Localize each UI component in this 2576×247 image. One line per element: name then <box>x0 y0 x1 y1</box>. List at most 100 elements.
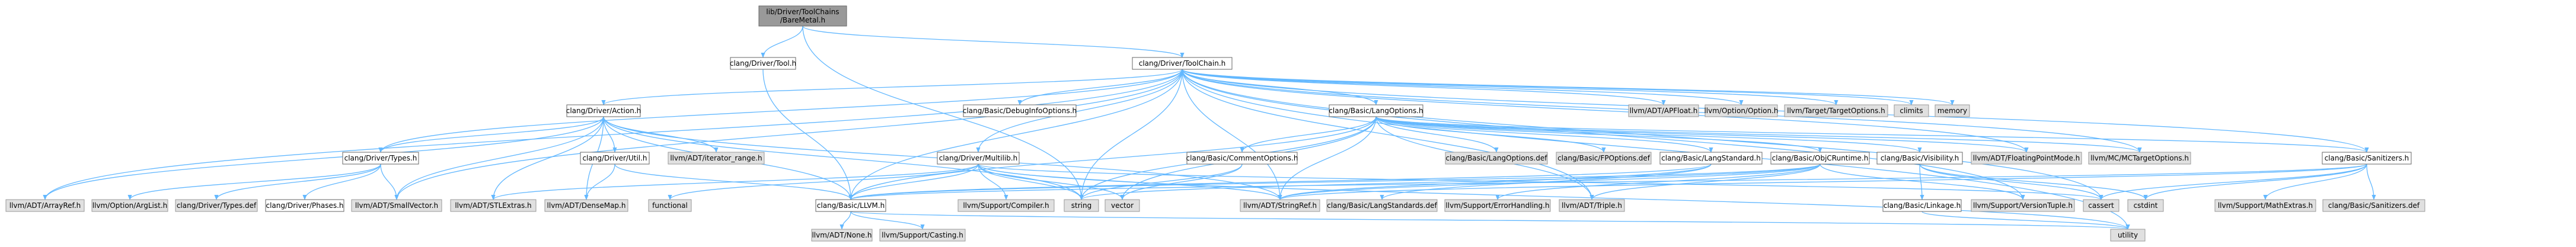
node-box <box>1659 152 1763 165</box>
edge-sanitizers-to-cassert <box>2099 163 2367 200</box>
node-label: clang/Driver/Types.def <box>177 201 257 210</box>
node-box <box>963 104 1077 117</box>
node-sanitizersdef[interactable]: clang/Basic/Sanitizers.def <box>2322 199 2425 212</box>
node-label: llvm/Option/ArgList.h <box>92 201 168 210</box>
node-types[interactable]: clang/Driver/Types.h <box>342 152 419 165</box>
node-label: vector <box>1111 201 1134 210</box>
node-climits[interactable]: climits <box>1894 104 1929 117</box>
edge-types-to-arglist <box>127 163 381 200</box>
node-box <box>2214 199 2316 212</box>
node-label: cstdint <box>2134 201 2158 210</box>
node-linkage[interactable]: clang/Basic/Linkage.h <box>1882 199 1962 212</box>
node-errorhandling[interactable]: llvm/Support/ErrorHandling.h <box>1444 199 1551 212</box>
node-smallvector[interactable]: llvm/ADT/SmallVector.h <box>351 199 442 212</box>
node-util[interactable]: clang/Driver/Util.h <box>580 152 650 165</box>
node-langoptsdef[interactable]: clang/Basic/LangOptions.def <box>1445 152 1548 165</box>
node-box <box>1704 104 1778 117</box>
node-label: clang/Basic/LangOptions.h <box>1329 107 1423 115</box>
node-commentopts[interactable]: clang/Basic/CommentOptions.h <box>1186 152 1298 165</box>
edge-util-to-densemap <box>584 163 615 200</box>
edge-root-to-toolchain <box>802 25 1185 58</box>
node-box <box>450 199 537 212</box>
node-stlextras[interactable]: llvm/ADT/STLExtras.h <box>450 199 537 212</box>
edge-langstd-to-llvmh <box>848 163 1712 200</box>
node-sanitizers[interactable]: clang/Basic/Sanitizers.h <box>2322 152 2412 165</box>
node-llvmh[interactable]: clang/Basic/LLVM.h <box>815 199 886 212</box>
node-box <box>1556 152 1652 165</box>
node-none[interactable]: llvm/ADT/None.h <box>811 229 873 242</box>
node-box <box>91 199 168 212</box>
node-compiler[interactable]: llvm/Support/Compiler.h <box>957 199 1055 212</box>
node-box <box>1882 199 1962 212</box>
node-label: clang/Basic/ObjCRuntime.h <box>1772 154 1869 162</box>
edge-root-to-tool <box>761 25 803 58</box>
edge-multilib-to-string <box>978 163 1084 200</box>
node-objcrt[interactable]: clang/Basic/ObjCRuntime.h <box>1770 152 1870 165</box>
edge-action-to-util <box>603 116 617 153</box>
node-label: llvm/ADT/StringRef.h <box>1243 201 1317 210</box>
node-label: clang/Basic/Linkage.h <box>1884 201 1961 210</box>
node-stringref[interactable]: llvm/ADT/StringRef.h <box>1240 199 1320 212</box>
node-tool[interactable]: clang/Driver/Tool.h <box>730 57 796 70</box>
edge-sanitizers-to-mathextras <box>2263 163 2367 200</box>
node-casting[interactable]: llvm/Support/Casting.h <box>879 229 966 242</box>
node-typesdef[interactable]: clang/Driver/Types.def <box>175 199 258 212</box>
node-arglist[interactable]: llvm/Option/ArgList.h <box>91 199 168 212</box>
node-label: clang/Basic/FPOptions.def <box>1557 154 1651 162</box>
node-toolchain[interactable]: clang/Driver/ToolChain.h <box>1132 57 1233 70</box>
node-debuginfo[interactable]: clang/Basic/DebugInfoOptions.h <box>963 104 1077 117</box>
node-box <box>5 199 85 212</box>
node-box <box>1971 199 2075 212</box>
node-mathextras[interactable]: llvm/Support/MathExtras.h <box>2214 199 2316 212</box>
node-utility[interactable]: utility <box>2110 229 2146 242</box>
node-box <box>580 152 650 165</box>
edge-toolchain-to-llvmh <box>848 69 1183 200</box>
node-apfloat[interactable]: llvm/ADT/APFloat.h <box>1628 104 1699 117</box>
node-multilib[interactable]: clang/Driver/Multilib.h <box>937 152 1020 165</box>
node-box <box>1559 199 1625 212</box>
node-cassert[interactable]: cassert <box>2083 199 2119 212</box>
edge-langopts-to-fpoptsdef <box>1375 116 1606 153</box>
node-label: llvm/Target/TargetOptions.h <box>1787 107 1885 115</box>
node-label: clang/Basic/Sanitizers.h <box>2325 154 2409 162</box>
node-triple[interactable]: llvm/ADT/Triple.h <box>1559 199 1625 212</box>
node-label: llvm/Support/ErrorHandling.h <box>1445 201 1549 210</box>
node-densemap[interactable]: llvm/ADT/DenseMap.h <box>544 199 628 212</box>
node-box <box>1935 104 1970 117</box>
node-box <box>1105 199 1140 212</box>
node-box <box>342 152 419 165</box>
node-langstddef[interactable]: clang/Basic/LangStandards.def <box>1326 199 1438 212</box>
edge-toolchain-to-stringref <box>1182 69 1282 200</box>
node-cstdint[interactable]: cstdint <box>2127 199 2164 212</box>
node-memory[interactable]: memory <box>1935 104 1970 117</box>
node-arrayref[interactable]: llvm/ADT/ArrayRef.h <box>5 199 85 212</box>
edge-action-to-smallvector <box>394 116 604 200</box>
node-box <box>1329 104 1423 117</box>
edge-action-to-iterrange <box>603 116 719 153</box>
node-box <box>1132 57 1233 70</box>
edge-types-to-typesdef <box>214 163 381 200</box>
node-label: clang/Basic/Visibility.h <box>1881 154 1959 162</box>
node-vector[interactable]: vector <box>1105 199 1140 212</box>
node-action[interactable]: clang/Driver/Action.h <box>566 104 641 117</box>
node-phases[interactable]: clang/Driver/Phases.h <box>265 199 344 212</box>
node-box <box>1770 152 1870 165</box>
node-label: llvm/Support/MathExtras.h <box>2218 201 2313 210</box>
node-iterrange[interactable]: llvm/ADT/iterator_range.h <box>668 152 765 165</box>
node-langstd[interactable]: clang/Basic/LangStandard.h <box>1659 152 1763 165</box>
edge-langopts-to-fpmode <box>1375 116 2029 153</box>
node-optionh[interactable]: llvm/Option/Option.h <box>1704 104 1779 117</box>
node-mctarget[interactable]: llvm/MC/MCTargetOptions.h <box>2088 152 2191 165</box>
edge-objcrt-to-stringref <box>1278 163 1821 200</box>
node-box <box>1628 104 1699 117</box>
node-targetopts[interactable]: llvm/Target/TargetOptions.h <box>1784 104 1888 117</box>
node-versiontuple[interactable]: llvm/Support/VersionTuple.h <box>1971 199 2075 212</box>
node-fpmode[interactable]: llvm/ADT/FloatingPointMode.h <box>1971 152 2082 165</box>
node-string[interactable]: string <box>1064 199 1099 212</box>
node-langopts[interactable]: clang/Basic/LangOptions.h <box>1329 104 1423 117</box>
node-fpoptsdef[interactable]: clang/Basic/FPOptions.def <box>1556 152 1652 165</box>
node-box <box>668 152 765 165</box>
node-visibility[interactable]: clang/Basic/Visibility.h <box>1876 152 1963 165</box>
node-functional[interactable]: functional <box>648 199 692 212</box>
